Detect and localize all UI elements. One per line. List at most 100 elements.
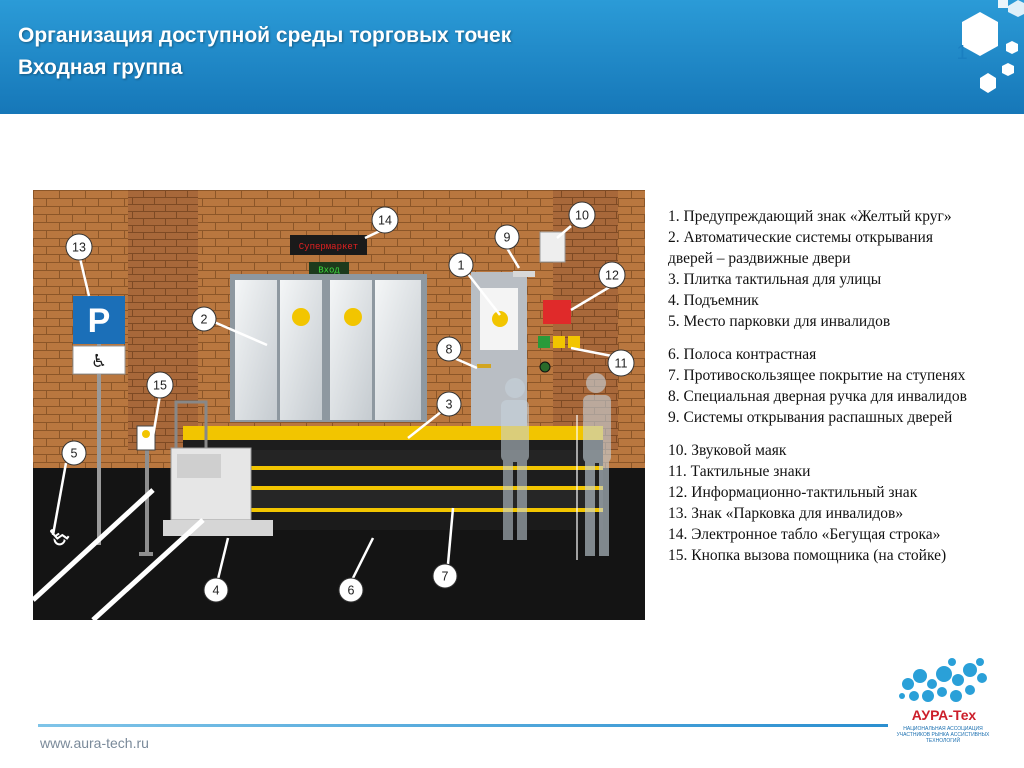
legend-item: дверей – раздвижные двери	[668, 250, 851, 267]
callout-10: 10	[568, 201, 596, 229]
legend-item: 8. Специальная дверная ручка для инвалид…	[668, 388, 967, 405]
page-title: Организация доступной среды торговых точ…	[18, 24, 512, 47]
running-line-board	[290, 235, 367, 255]
legend-item: 11. Тактильные знаки	[668, 463, 811, 480]
page-subtitle: Входная группа	[18, 56, 183, 79]
callout-7: 7	[432, 563, 458, 589]
svg-text:♿: ♿	[91, 351, 107, 372]
callout-3: 3	[436, 391, 462, 417]
tactile-button	[539, 361, 551, 373]
page-number: 1	[956, 42, 968, 64]
footer-url[interactable]: www.aura-tech.ru	[40, 735, 149, 751]
svg-text:5: 5	[71, 447, 78, 461]
tactile-tile-strip	[183, 426, 603, 440]
lift-platform	[163, 520, 273, 536]
svg-text:4: 4	[213, 584, 220, 598]
svg-text:15: 15	[153, 379, 167, 393]
brick-pillar-left	[128, 190, 198, 450]
info-tactile-sign	[543, 300, 571, 324]
callout-1: 1	[448, 252, 474, 278]
step	[183, 488, 603, 510]
legend-item: 2. Автоматические системы открывания	[668, 229, 933, 246]
legend-item: 3. Плитка тактильная для улицы	[668, 271, 882, 288]
sliding-door-panel	[280, 280, 322, 420]
callout-2: 2	[191, 306, 217, 332]
sound-beacon	[539, 231, 566, 263]
tactile-sign	[568, 336, 580, 348]
legend-item: 6. Полоса контрастная	[668, 346, 817, 363]
yellow-circle-sign	[292, 308, 310, 326]
callout-lines	[51, 225, 618, 581]
svg-text:9: 9	[504, 231, 511, 245]
footer-divider	[38, 724, 888, 727]
legend-item: 4. Подъемник	[668, 292, 759, 309]
door-handle	[477, 364, 491, 368]
help-button-stand	[145, 445, 149, 555]
svg-text:10: 10	[575, 209, 589, 223]
aura-tech-logo	[899, 658, 987, 702]
step	[183, 450, 603, 470]
help-button	[142, 430, 150, 438]
contrast-strip	[183, 508, 603, 512]
svg-text:P: P	[88, 302, 111, 340]
legend-group: 10. Звуковой маяк 11. Тактильные знаки 1…	[668, 440, 1018, 566]
callout-5: 5	[61, 440, 87, 466]
sliding-door-panel	[375, 280, 421, 420]
legend-item: 1. Предупреждающий знак «Желтый круг»	[668, 208, 952, 225]
step	[183, 510, 603, 530]
legend-item: 14. Электронное табло «Бегущая строка»	[668, 526, 941, 543]
legend-item: 10. Звуковой маяк	[668, 442, 787, 459]
hexagon-decoration	[962, 0, 1024, 93]
svg-text:6: 6	[348, 584, 355, 598]
parking-sign-post	[97, 320, 101, 545]
legend: 1. Предупреждающий знак «Желтый круг» 2.…	[668, 206, 1018, 566]
header-banner: Организация доступной среды торговых точ…	[0, 0, 1024, 114]
svg-text:13: 13	[72, 241, 86, 255]
svg-text:12: 12	[605, 269, 619, 283]
sliding-door-panel	[330, 280, 372, 420]
logo-wordmark: АУРА-Тех	[911, 707, 977, 723]
yellow-circle-sign	[492, 311, 508, 327]
callout-4: 4	[203, 577, 229, 603]
svg-text:7: 7	[442, 570, 449, 584]
legend-item: 15. Кнопка вызова помощника (на стойке)	[668, 547, 947, 564]
svg-text:14: 14	[378, 214, 392, 228]
silhouette-blind-person	[576, 373, 611, 560]
legend-item: 7. Противоскользящее покрытие на ступеня…	[668, 367, 966, 384]
legend-group: 1. Предупреждающий знак «Желтый круг» 2.…	[668, 206, 1018, 332]
tactile-sign	[538, 336, 550, 348]
logo-subtitle: НАЦИОНАЛЬНАЯ АССОЦИАЦИЯ УЧАСТНИКОВ РЫНКА…	[896, 726, 990, 744]
disabled-plate	[72, 345, 126, 375]
entrance-sign-text: Вход	[318, 266, 340, 276]
legend-spacer	[668, 428, 1018, 440]
svg-text:11: 11	[615, 357, 628, 371]
svg-text:1: 1	[458, 259, 465, 273]
door-opener-device	[513, 271, 535, 277]
legend-item: 12. Информационно-тактильный знак	[668, 484, 918, 501]
callout-8: 8	[436, 336, 462, 362]
callout-11: 11	[607, 349, 635, 377]
parking-line	[33, 488, 155, 602]
legend-item: 9. Системы открывания распашных дверей	[668, 409, 953, 426]
callout-12: 12	[598, 261, 626, 289]
callout-15: 15	[146, 371, 174, 399]
legend-item: 13. Знак «Парковка для инвалидов»	[668, 505, 904, 522]
callout-9: 9	[494, 224, 520, 250]
callout-6: 6	[338, 577, 364, 603]
silhouette-man	[501, 378, 529, 540]
contrast-strip	[183, 466, 603, 470]
running-line-text: Супермаркет	[299, 242, 358, 252]
legend-item: 5. Место парковки для инвалидов	[668, 313, 891, 330]
tactile-sign	[553, 336, 565, 348]
svg-text:2: 2	[201, 313, 208, 327]
entrance-sign	[309, 262, 349, 276]
step	[183, 470, 603, 488]
sliding-door-panel	[235, 280, 277, 420]
entrance-scene-illustration: Супермаркет Вход P ♿ ♿	[33, 190, 645, 620]
parking-line	[91, 518, 205, 620]
svg-text:8: 8	[446, 343, 453, 357]
callout-13: 13	[65, 233, 93, 261]
callout-markers: 1 2 3 4 5 6 7 8 9 10 11 12 13 14 15	[61, 201, 635, 603]
contrast-strip	[183, 486, 603, 490]
legend-spacer	[668, 332, 1018, 344]
